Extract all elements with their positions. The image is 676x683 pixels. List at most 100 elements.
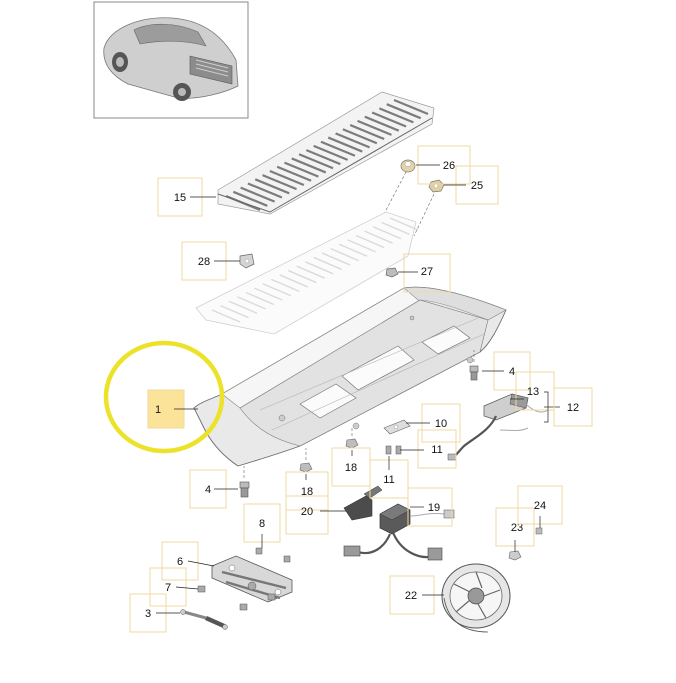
part-20-bracket: [343, 485, 383, 521]
grille-slat: [269, 169, 305, 186]
callout-box: [161, 541, 199, 581]
callout-number: 1: [155, 404, 161, 416]
callout-number: 22: [405, 590, 417, 602]
callout-number: 28: [198, 256, 210, 268]
callout-box: [285, 495, 329, 535]
part-22-fan: [441, 563, 511, 633]
callout-c15: 15: [157, 177, 216, 217]
callout-c4a: 4: [482, 351, 531, 391]
callout-leader-line: [187, 560, 215, 567]
callout-number: 27: [421, 266, 433, 278]
part-15-upper-grille: [217, 91, 435, 215]
callout-number: 20: [301, 506, 313, 518]
callout-c22: 22: [389, 575, 444, 615]
ghost-slat: [254, 287, 283, 301]
ghost-slat: [288, 269, 317, 284]
grille-slat: [276, 165, 312, 182]
callout-number: 4: [205, 484, 211, 496]
ghost-slat: [364, 230, 393, 244]
ghost-slat: [211, 309, 241, 323]
lower-grille-ghost: [195, 211, 419, 335]
callout-number: 6: [177, 556, 183, 568]
callout-c3: 3: [129, 593, 180, 633]
grille-slat: [371, 111, 407, 128]
callout-box: [515, 371, 555, 411]
callout-number: 11: [383, 474, 394, 486]
grille-slat: [298, 153, 334, 170]
ghost-slat: [220, 304, 249, 319]
ghost-slat: [262, 283, 292, 297]
grille-slat: [364, 115, 400, 132]
callout-box: [149, 567, 187, 607]
part-1-rear-panel: [193, 286, 507, 467]
grille-slat: [386, 103, 422, 120]
part-23-nut: [508, 550, 522, 561]
callout-number: 7: [165, 582, 171, 594]
ghost-slat: [347, 239, 376, 253]
callout-c27: 27: [398, 253, 451, 293]
callout-c24: 24: [517, 485, 563, 528]
ghost-slat: [389, 217, 419, 231]
grille-slat: [240, 186, 276, 203]
part-26-nut: [400, 159, 416, 173]
callout-c1: 1: [147, 389, 198, 429]
part-11-screw-a: [385, 445, 392, 455]
callout-c10: 10: [406, 403, 461, 443]
callout-c20: 20: [285, 495, 346, 535]
callout-number: 25: [471, 180, 483, 192]
grille-slat: [254, 178, 290, 195]
callout-c25: 25: [444, 165, 499, 205]
grille-slat: [262, 174, 297, 191]
part-8-screw-b: [283, 555, 291, 563]
part-10-bracket: [383, 419, 411, 435]
callout-box: [417, 429, 457, 469]
part-18-nut-left: [299, 462, 313, 473]
callout-number: 24: [534, 500, 546, 512]
callout-number: 19: [428, 502, 440, 514]
part-4-bolt-left: [239, 481, 250, 498]
grille-slat: [247, 182, 283, 199]
grille-slat: [305, 149, 341, 166]
part-13-sensor: [447, 393, 549, 461]
callout-layer: 1344678101111121315181819202223242526272…: [129, 145, 593, 633]
part-27-nut: [385, 267, 399, 278]
grille-slat: [335, 132, 370, 149]
callout-c28: 28: [181, 241, 240, 281]
ghost-slat: [228, 300, 258, 314]
callout-bracket-12: [544, 391, 549, 423]
callout-leader-line: [175, 586, 199, 590]
callout-c7: 7: [149, 567, 199, 607]
ghost-slat: [355, 234, 385, 249]
grille-slat: [313, 144, 349, 161]
callout-c8: 8: [243, 503, 281, 548]
callout-c4b: 4: [189, 469, 238, 509]
highlight-ring: [103, 340, 225, 454]
callout-number: 18: [345, 462, 357, 474]
callout-box: [285, 471, 329, 511]
grille-slat: [393, 98, 429, 116]
ghost-slat: [381, 221, 410, 236]
part-7-screw-c: [267, 593, 276, 601]
grille-slat: [320, 140, 356, 157]
ghost-slat: [330, 248, 359, 262]
callout-c26: 26: [416, 145, 471, 185]
grille-slat: [327, 136, 363, 153]
part-7-screw-b: [239, 603, 248, 611]
vehicle-thumbnail: [93, 1, 249, 119]
grille-slat: [378, 107, 414, 124]
callout-c12: 12: [544, 387, 593, 427]
ghost-slat: [237, 296, 266, 310]
callout-box: [407, 487, 453, 527]
ghost-slat: [245, 291, 275, 306]
ghost-slat: [296, 265, 326, 279]
callout-number: 12: [567, 402, 579, 414]
callout-c23: 23: [495, 507, 535, 552]
part-6-mounting-plate: [211, 555, 293, 603]
part-25-nut: [428, 179, 445, 193]
callout-box: [331, 447, 371, 487]
part-18-nut-right: [345, 438, 359, 449]
part-19-control-unit: [343, 503, 455, 561]
part-24-clip: [535, 527, 543, 535]
callout-number: 3: [145, 608, 151, 620]
ghost-slat: [313, 256, 342, 271]
